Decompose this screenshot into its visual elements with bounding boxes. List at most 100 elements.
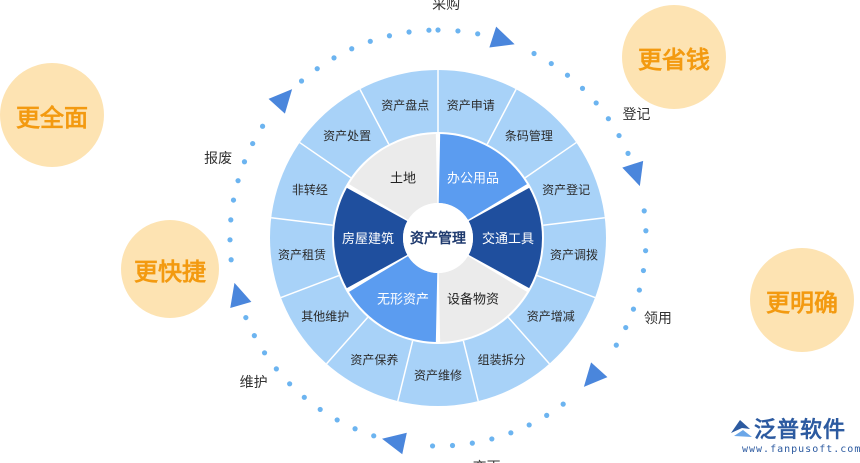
process-step-label: 报废 xyxy=(204,151,232,167)
outer-ring-divider xyxy=(271,217,333,226)
cycle-dot xyxy=(243,314,249,321)
cycle-dot xyxy=(449,442,456,449)
outer-ring-label: 非转经 xyxy=(292,182,328,197)
cycle-dot xyxy=(616,132,622,139)
outer-ring-label: 资产增减 xyxy=(527,309,575,323)
cycle-dot xyxy=(426,27,432,33)
cycle-dot xyxy=(475,31,481,37)
cycle-dot xyxy=(625,150,631,156)
outer-ring-label: 资产维修 xyxy=(414,368,462,383)
center-label: 资产管理 xyxy=(410,230,466,247)
cycle-arrow xyxy=(268,89,293,114)
cycle-dot xyxy=(406,29,412,35)
inner-ring-sector xyxy=(438,134,527,220)
cycle-dot xyxy=(544,412,550,418)
inner-ring-label: 房屋建筑 xyxy=(342,231,394,247)
cycle-dot xyxy=(251,333,257,339)
process-step-label: 采购 xyxy=(432,0,460,13)
outer-ring-divider xyxy=(507,316,550,365)
cycle-dot xyxy=(593,100,599,106)
cycle-dot xyxy=(349,46,355,52)
brand-url: www.fanpusoft.com xyxy=(742,444,860,455)
outer-ring-label: 资产盘点 xyxy=(381,97,429,112)
cycle-dot xyxy=(367,38,373,44)
inner-ring-sector xyxy=(349,134,438,220)
outer-ring-divider xyxy=(280,274,340,299)
inner-ring-label: 设备物资 xyxy=(447,292,499,308)
outer-ring-label: 资产登记 xyxy=(542,182,590,197)
cycle-dot xyxy=(469,440,475,446)
outer-ring-divider xyxy=(326,316,369,365)
cycle-dot xyxy=(531,50,537,57)
outer-ring-label: 资产处置 xyxy=(323,129,371,143)
cycle-dot xyxy=(508,430,514,436)
cycle-dot xyxy=(640,267,647,274)
cycle-arrows xyxy=(230,26,644,455)
outer-ring-divider xyxy=(462,340,479,402)
cycle-dot xyxy=(643,228,649,234)
cycle-arrow xyxy=(583,362,608,387)
process-step-label: 维护 xyxy=(240,375,268,391)
cycle-dot xyxy=(623,324,629,331)
process-step-label: 领用 xyxy=(644,311,672,327)
cycle-dot xyxy=(261,350,268,356)
cycle-dot xyxy=(317,406,323,413)
badge-comprehensive: 更全面 xyxy=(0,63,104,167)
outer-ring-label: 资产申请 xyxy=(447,98,495,112)
cycle-dot xyxy=(630,306,637,312)
cycle-dot xyxy=(636,287,642,293)
cycle-dot xyxy=(228,257,234,263)
badge-clearer: 更明确 xyxy=(750,248,854,352)
outer-ring-divider xyxy=(299,141,352,179)
outer-ring-divider xyxy=(536,274,596,299)
center-hub: 资产管理 xyxy=(403,203,473,273)
inner-ring-sector xyxy=(349,256,438,342)
cycle-dot xyxy=(259,123,266,129)
cycle-dot xyxy=(331,55,337,61)
outer-ring-divider xyxy=(486,88,517,145)
inner-ring-label: 办公用品 xyxy=(447,171,499,186)
outer-ring-divider xyxy=(359,88,390,145)
cycle-dot xyxy=(273,366,279,372)
cycle-dot xyxy=(564,72,571,78)
cycle-dot xyxy=(613,342,619,348)
cycle-dot xyxy=(230,197,237,203)
cycle-dot xyxy=(227,237,233,243)
inner-ring-label: 土地 xyxy=(390,171,416,186)
outer-ring-label: 组装拆分 xyxy=(478,352,526,367)
cycle-dot xyxy=(235,178,241,184)
inner-ring-label: 无形资产 xyxy=(377,293,429,308)
cycle-dot xyxy=(560,401,566,407)
inner-ring-label: 交通工具 xyxy=(482,231,534,247)
cycle-arrow xyxy=(230,282,252,308)
cycle-dot xyxy=(301,394,307,400)
process-step-label: 登记 xyxy=(622,107,650,123)
badge-cost-saving: 更省钱 xyxy=(622,5,726,109)
cycle-dot xyxy=(386,33,393,39)
cycle-dot xyxy=(579,85,586,91)
outer-ring-divider xyxy=(397,340,414,402)
cycle-dot xyxy=(641,208,647,214)
brand-name: 泛普软件 xyxy=(754,418,847,443)
cycle-dot xyxy=(298,78,305,84)
cycle-arrow xyxy=(622,160,644,187)
cycle-dot xyxy=(429,443,436,449)
cycle-arrow xyxy=(382,432,407,455)
cycle-dot xyxy=(334,417,340,423)
cycle-arrow xyxy=(489,26,515,48)
outer-ring-label: 条码管理 xyxy=(505,128,553,143)
cycle-dot xyxy=(605,116,611,122)
dotted-cycle-ring xyxy=(227,27,649,449)
cycle-dot xyxy=(250,140,256,147)
cycle-dot xyxy=(489,436,495,442)
cycle-dot xyxy=(371,433,377,439)
outer-ring-label: 资产租赁 xyxy=(278,248,326,262)
center-circle xyxy=(403,203,473,273)
outer-ring-divider xyxy=(543,217,605,226)
inner-ring-sector xyxy=(438,256,527,342)
inner-ring-sector xyxy=(334,187,408,289)
process-steps: 采购登记领用变更维护报废 xyxy=(204,0,672,463)
cycle-dot xyxy=(643,248,649,254)
outer-ring-label: 其他维护 xyxy=(301,309,349,323)
outer-ring-divider xyxy=(524,141,577,179)
